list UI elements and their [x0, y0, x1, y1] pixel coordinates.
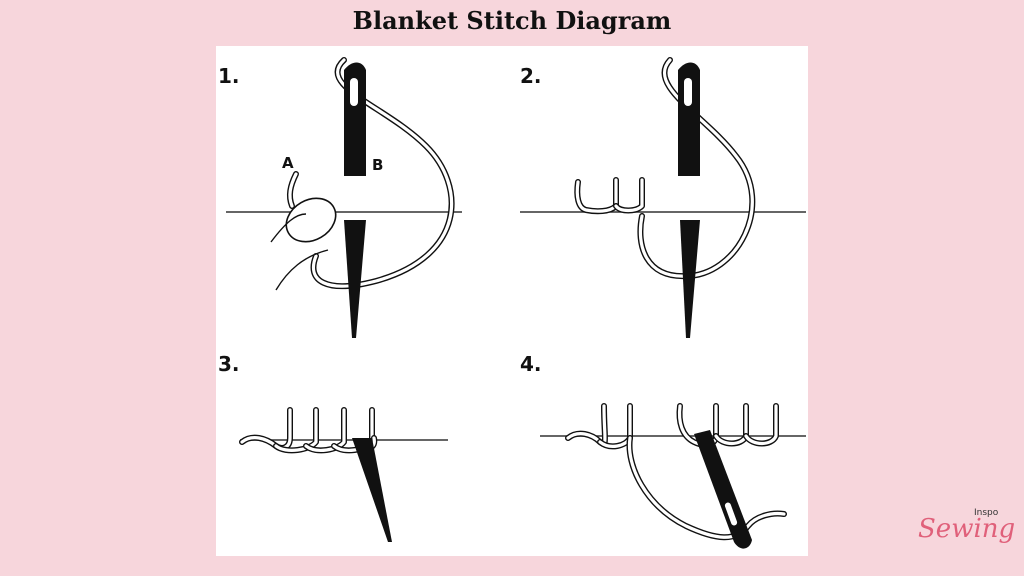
- logo-text: Sewing: [918, 514, 1016, 544]
- step-4-illustration: [540, 403, 806, 549]
- stitch-diagram-panel: .thr-o { fill: none; stroke: #111; strok…: [216, 46, 808, 556]
- logo-subtext: Inspo: [974, 508, 999, 518]
- step-2-illustration: [520, 57, 806, 338]
- step-3-illustration: [239, 407, 448, 542]
- step-1-number: 1.: [218, 64, 240, 88]
- point-a-label: A: [282, 154, 294, 172]
- needle-illustration: [344, 62, 366, 338]
- needle-illustration: [694, 430, 752, 549]
- needle-illustration: [678, 62, 700, 338]
- page-title: Blanket Stitch Diagram: [352, 6, 672, 35]
- step-2-number: 2.: [520, 64, 542, 88]
- step-4-number: 4.: [520, 352, 542, 376]
- sewing-inspo-logo: Sewing Inspo: [918, 508, 1015, 554]
- step-1-illustration: [226, 57, 462, 338]
- thumb-illustration: [270, 197, 337, 291]
- needle-illustration: [352, 438, 392, 542]
- step-3-number: 3.: [218, 352, 240, 376]
- point-b-label: B: [372, 156, 384, 174]
- stitch-diagram-drawing: .thr-o { fill: none; stroke: #111; strok…: [226, 57, 806, 549]
